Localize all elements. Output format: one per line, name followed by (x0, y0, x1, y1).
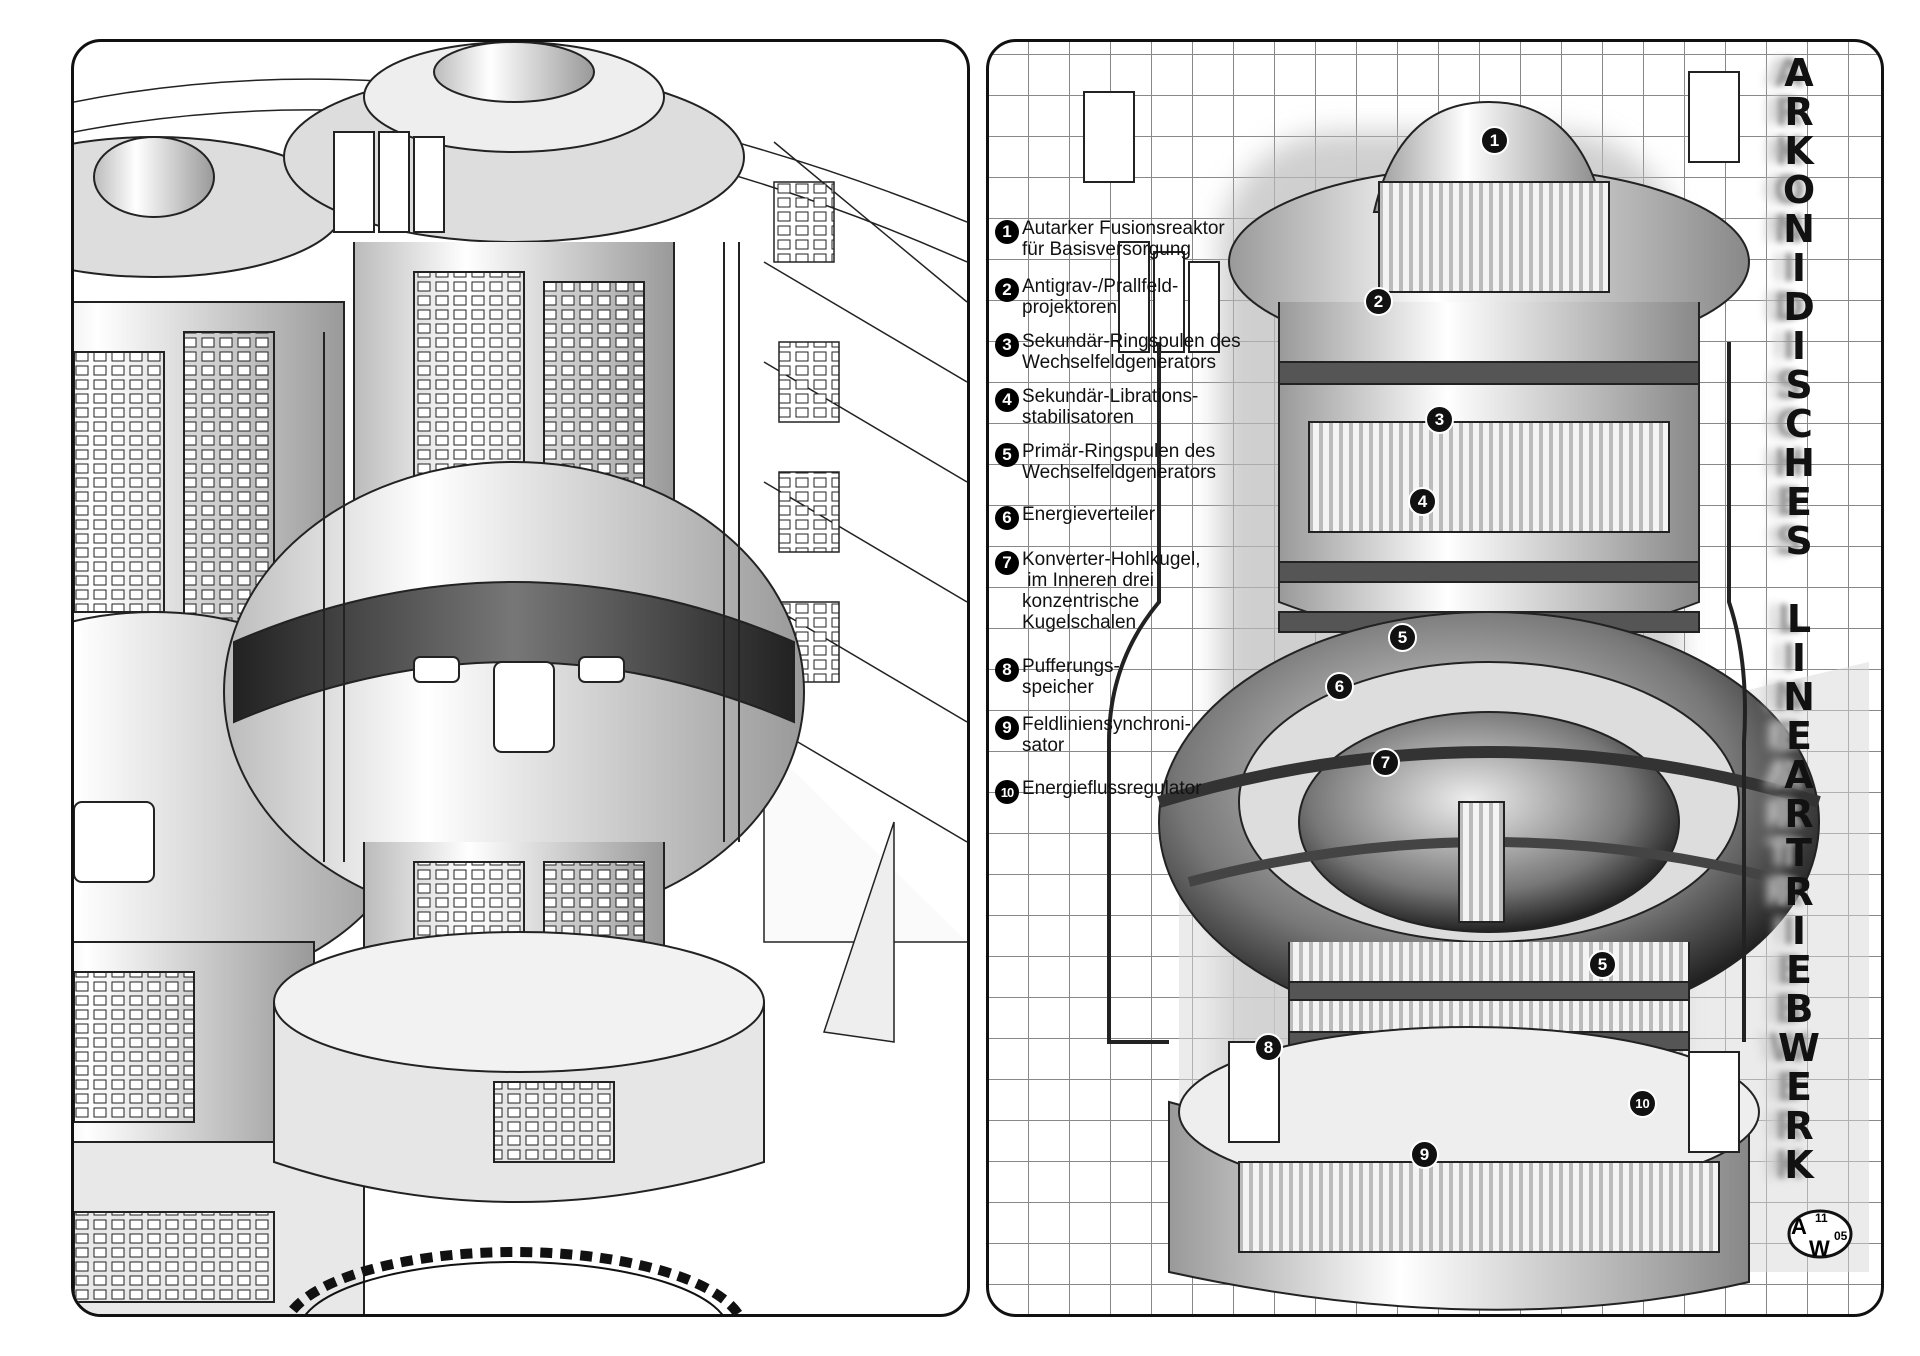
title-letter: E (1786, 480, 1812, 524)
legend-text: für Basisversorgung (1022, 239, 1191, 260)
title-letter (1764, 561, 1834, 600)
legend-text: Wechselfeldgenerators (1022, 462, 1216, 483)
title-letter: K (1784, 1143, 1814, 1187)
title-letter: D (1783, 285, 1815, 329)
number-badge-icon: 2 (995, 278, 1019, 302)
title-letter: C (1785, 402, 1813, 446)
title-letter: I (1791, 324, 1807, 368)
callout-marker: 5 (1388, 623, 1417, 652)
title-letter: N (1783, 675, 1815, 719)
title-letter: O (1782, 168, 1816, 212)
legend-text: Energieverteiler (1022, 504, 1156, 525)
number-badge-icon: 7 (995, 551, 1019, 575)
legend-text: speicher (1022, 677, 1094, 698)
title-letter: E (1786, 714, 1812, 758)
legend-text: im Inneren drei (1022, 570, 1155, 591)
legend-text: Antigrav-/Prallfeld- (1022, 276, 1179, 297)
title-letter: H (1783, 441, 1815, 485)
title-letter: W (1778, 1026, 1820, 1070)
callout-marker: 5 (1588, 950, 1617, 979)
callout-marker: 8 (1254, 1033, 1283, 1062)
legend-text: Energieflussregulator (1022, 778, 1202, 799)
callout-marker: 6 (1325, 672, 1354, 701)
number-badge-icon: 6 (995, 506, 1019, 530)
legend-text: Kugelschalen (1022, 612, 1137, 633)
callout-marker: 4 (1408, 487, 1437, 516)
title-letter: E (1786, 1065, 1812, 1109)
exterior-illustration-panel (71, 39, 970, 1317)
legend-text: Konverter-Hohlkugel, (1022, 549, 1201, 570)
number-badge-icon: 10 (995, 780, 1019, 804)
legend-text: Sekundär-Ringspulen des (1022, 331, 1241, 352)
number-badge-icon: 8 (995, 658, 1019, 682)
number-badge-icon: 5 (995, 443, 1019, 467)
callout-marker: 9 (1410, 1140, 1439, 1169)
legend-text: Feldliniensynchroni- (1022, 714, 1191, 735)
artist-signature-logo: A W 11 05 (1787, 1209, 1853, 1260)
legend-text: Pufferungs- (1022, 656, 1120, 677)
title-letter: A (1784, 753, 1814, 797)
title-letter: E (1786, 948, 1812, 992)
legend-text: konzentrische (1022, 591, 1140, 612)
signature-number: 05 (1834, 1229, 1848, 1243)
callout-marker: 1 (1480, 126, 1509, 155)
legend-text: Primär-Ringspulen des (1022, 441, 1216, 462)
signature-initial: A (1791, 1214, 1807, 1239)
title-letter: A (1784, 51, 1814, 95)
legend-text: Wechselfeldgenerators (1022, 352, 1216, 373)
title-letter: L (1786, 597, 1812, 641)
number-badge-icon: 1 (995, 220, 1019, 244)
title-letter: R (1784, 792, 1814, 836)
title-letter: R (1784, 870, 1814, 914)
number-badge-icon: 3 (995, 333, 1019, 357)
title-letter: R (1784, 1104, 1814, 1148)
title-letter: I (1791, 636, 1807, 680)
legend-text: Sekundär-Librations- (1022, 386, 1199, 407)
legend-text: stabilisatoren (1022, 407, 1134, 428)
callout-marker: 7 (1371, 748, 1400, 777)
callout-marker: 10 (1628, 1089, 1657, 1118)
reactor-cutaway-drawing (1083, 71, 1869, 1311)
title-letter: S (1785, 363, 1813, 407)
callout-marker: 2 (1364, 287, 1393, 316)
title-letter: I (1791, 246, 1807, 290)
legend-text: Autarker Fusionsreaktor (1022, 218, 1225, 239)
title-letter: B (1784, 987, 1814, 1031)
signature-initial: W (1809, 1236, 1830, 1260)
legend-text: projektoren (1022, 297, 1118, 318)
signature-number: 11 (1815, 1211, 1828, 1225)
callout-marker: 3 (1425, 405, 1454, 434)
number-badge-icon: 4 (995, 388, 1019, 412)
title-letter: S (1785, 519, 1813, 563)
legend-text: sator (1022, 735, 1065, 756)
title-letter: K (1784, 129, 1814, 173)
title-letter: N (1783, 207, 1815, 251)
reactor-towers-exterior-drawing (74, 42, 967, 1314)
title-letter: I (1791, 909, 1807, 953)
title-letter: T (1786, 831, 1812, 875)
title-letter: R (1784, 90, 1814, 134)
number-badge-icon: 9 (995, 716, 1019, 740)
